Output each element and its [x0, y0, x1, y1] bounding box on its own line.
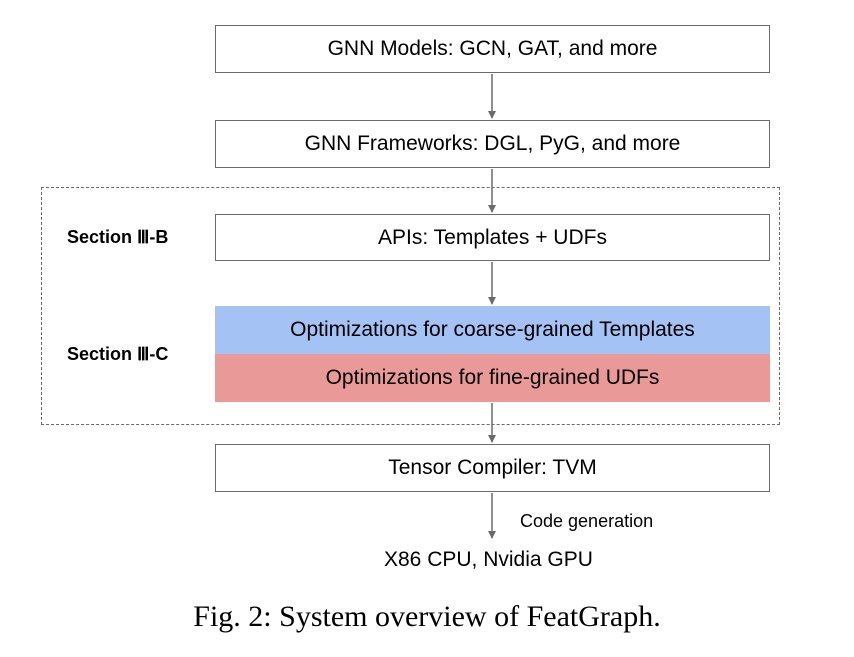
gnn-models-label: GNN Models: GCN, GAT, and more	[327, 37, 658, 60]
coarse-optimizations-band: Optimizations for coarse-grained Templat…	[215, 306, 770, 354]
fine-optimizations-band: Optimizations for fine-grained UDFs	[215, 354, 770, 402]
gnn-frameworks-label: GNN Frameworks: DGL, PyG, and more	[304, 132, 681, 155]
section-3c-label: Section Ⅲ-C	[67, 344, 169, 364]
tensor-compiler-box: Tensor Compiler: TVM	[215, 444, 770, 492]
gnn-frameworks-box: GNN Frameworks: DGL, PyG, and more	[215, 120, 770, 168]
targets-label: X86 CPU, Nvidia GPU	[384, 548, 593, 571]
coarse-optimizations-label: Optimizations for coarse-grained Templat…	[290, 318, 695, 341]
figure-caption: Fig. 2: System overview of FeatGraph.	[193, 600, 661, 633]
gnn-models-box: GNN Models: GCN, GAT, and more	[215, 25, 770, 73]
fine-optimizations-label: Optimizations for fine-grained UDFs	[325, 366, 660, 389]
apis-label: APIs: Templates + UDFs	[378, 225, 607, 249]
section-3b-label: Section Ⅲ-B	[67, 227, 169, 247]
apis-box: APIs: Templates + UDFs	[215, 214, 770, 261]
featgraph-region	[41, 187, 780, 425]
tensor-compiler-label: Tensor Compiler: TVM	[388, 456, 597, 479]
code-generation-label: Code generation	[520, 511, 654, 531]
